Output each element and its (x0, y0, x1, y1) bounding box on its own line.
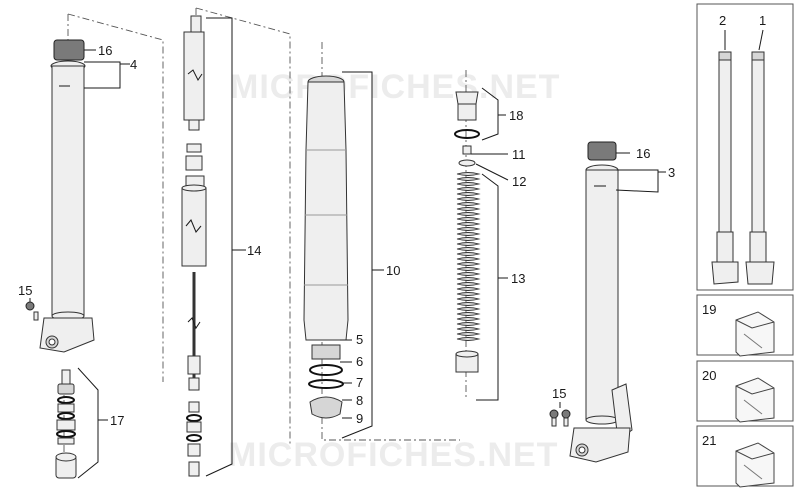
spring-coil (456, 182, 481, 186)
spring-coil (456, 202, 481, 206)
spring-coil (456, 272, 481, 276)
callout-16-right: 16 (636, 146, 650, 161)
callout-20: 20 (702, 368, 716, 383)
spring-coil (456, 282, 481, 286)
spring-coil (456, 262, 481, 266)
spring-coil (456, 327, 481, 331)
spring-coil (456, 322, 481, 326)
inner-tube-10 (303, 42, 460, 441)
top-cap-left (53, 39, 85, 61)
callout-3: 3 (668, 165, 675, 180)
valve-assembly-17 (55, 369, 77, 479)
kit-bag-icon (735, 377, 775, 423)
complete-forks (711, 51, 775, 285)
spring-coil (456, 207, 481, 211)
spring-coil (456, 187, 481, 191)
screw-15-left (25, 301, 35, 311)
callout-13: 13 (511, 271, 525, 286)
callout-11: 11 (512, 147, 526, 162)
spring-coil (456, 237, 481, 241)
spring-coil (456, 217, 481, 221)
spring-13 (456, 172, 481, 341)
callout-16-left: 16 (98, 43, 112, 58)
callout-7: 7 (356, 375, 363, 390)
kit-bags (735, 311, 775, 488)
spring-coil (456, 177, 481, 181)
spring-coil (456, 312, 481, 316)
spring-coil (456, 307, 481, 311)
spring-coil (456, 227, 481, 231)
spring-coil (456, 277, 481, 281)
spring-coil (456, 222, 481, 226)
top-cap-right (587, 141, 617, 161)
kit-bag-icon (735, 311, 775, 357)
callout-15-left: 15 (18, 283, 32, 298)
spring-coil (456, 247, 481, 251)
spring-coil (456, 252, 481, 256)
spring-coil (456, 212, 481, 216)
complete-fork-panel (696, 3, 794, 291)
spring-coil (456, 332, 481, 336)
callout-15-right: 15 (552, 386, 566, 401)
callout-9: 9 (356, 411, 363, 426)
callout-12: 12 (512, 174, 526, 189)
spring-coil (456, 297, 481, 301)
callout-17: 17 (110, 413, 124, 428)
spring-coil (456, 242, 481, 246)
callout-10: 10 (386, 263, 400, 278)
outer-tube-left (25, 13, 164, 382)
callout-19: 19 (702, 302, 716, 317)
callout-18: 18 (509, 108, 523, 123)
spring-assembly (454, 70, 481, 398)
spring-coil (456, 317, 481, 321)
spring-coil (456, 172, 481, 176)
spring-coil (456, 292, 481, 296)
spring-coil (456, 287, 481, 291)
callout-5: 5 (356, 332, 363, 347)
callout-21: 21 (702, 433, 716, 448)
seal-5 (311, 344, 341, 360)
spring-coil (456, 197, 481, 201)
spring-coil (456, 232, 481, 236)
spring-coil (456, 192, 481, 196)
watermark-bottom: MICROFICHES.NET (228, 436, 558, 474)
callout-6: 6 (356, 354, 363, 369)
callout-1: 1 (759, 13, 766, 28)
callout-4: 4 (130, 57, 137, 72)
spring-coil (456, 337, 481, 341)
dust-seal-9 (309, 396, 343, 419)
spring-coil (456, 267, 481, 271)
spring-coil (456, 257, 481, 261)
callout-2: 2 (719, 13, 726, 28)
damper-rod-14 (181, 7, 291, 477)
spring-coil (456, 302, 481, 306)
callout-8: 8 (356, 393, 363, 408)
kit-bag-icon (735, 442, 775, 488)
watermark-top: MICROFICHES.NET (230, 68, 560, 106)
outer-tube-right (549, 141, 633, 463)
callout-14: 14 (247, 243, 261, 258)
leader-lines (29, 17, 764, 479)
